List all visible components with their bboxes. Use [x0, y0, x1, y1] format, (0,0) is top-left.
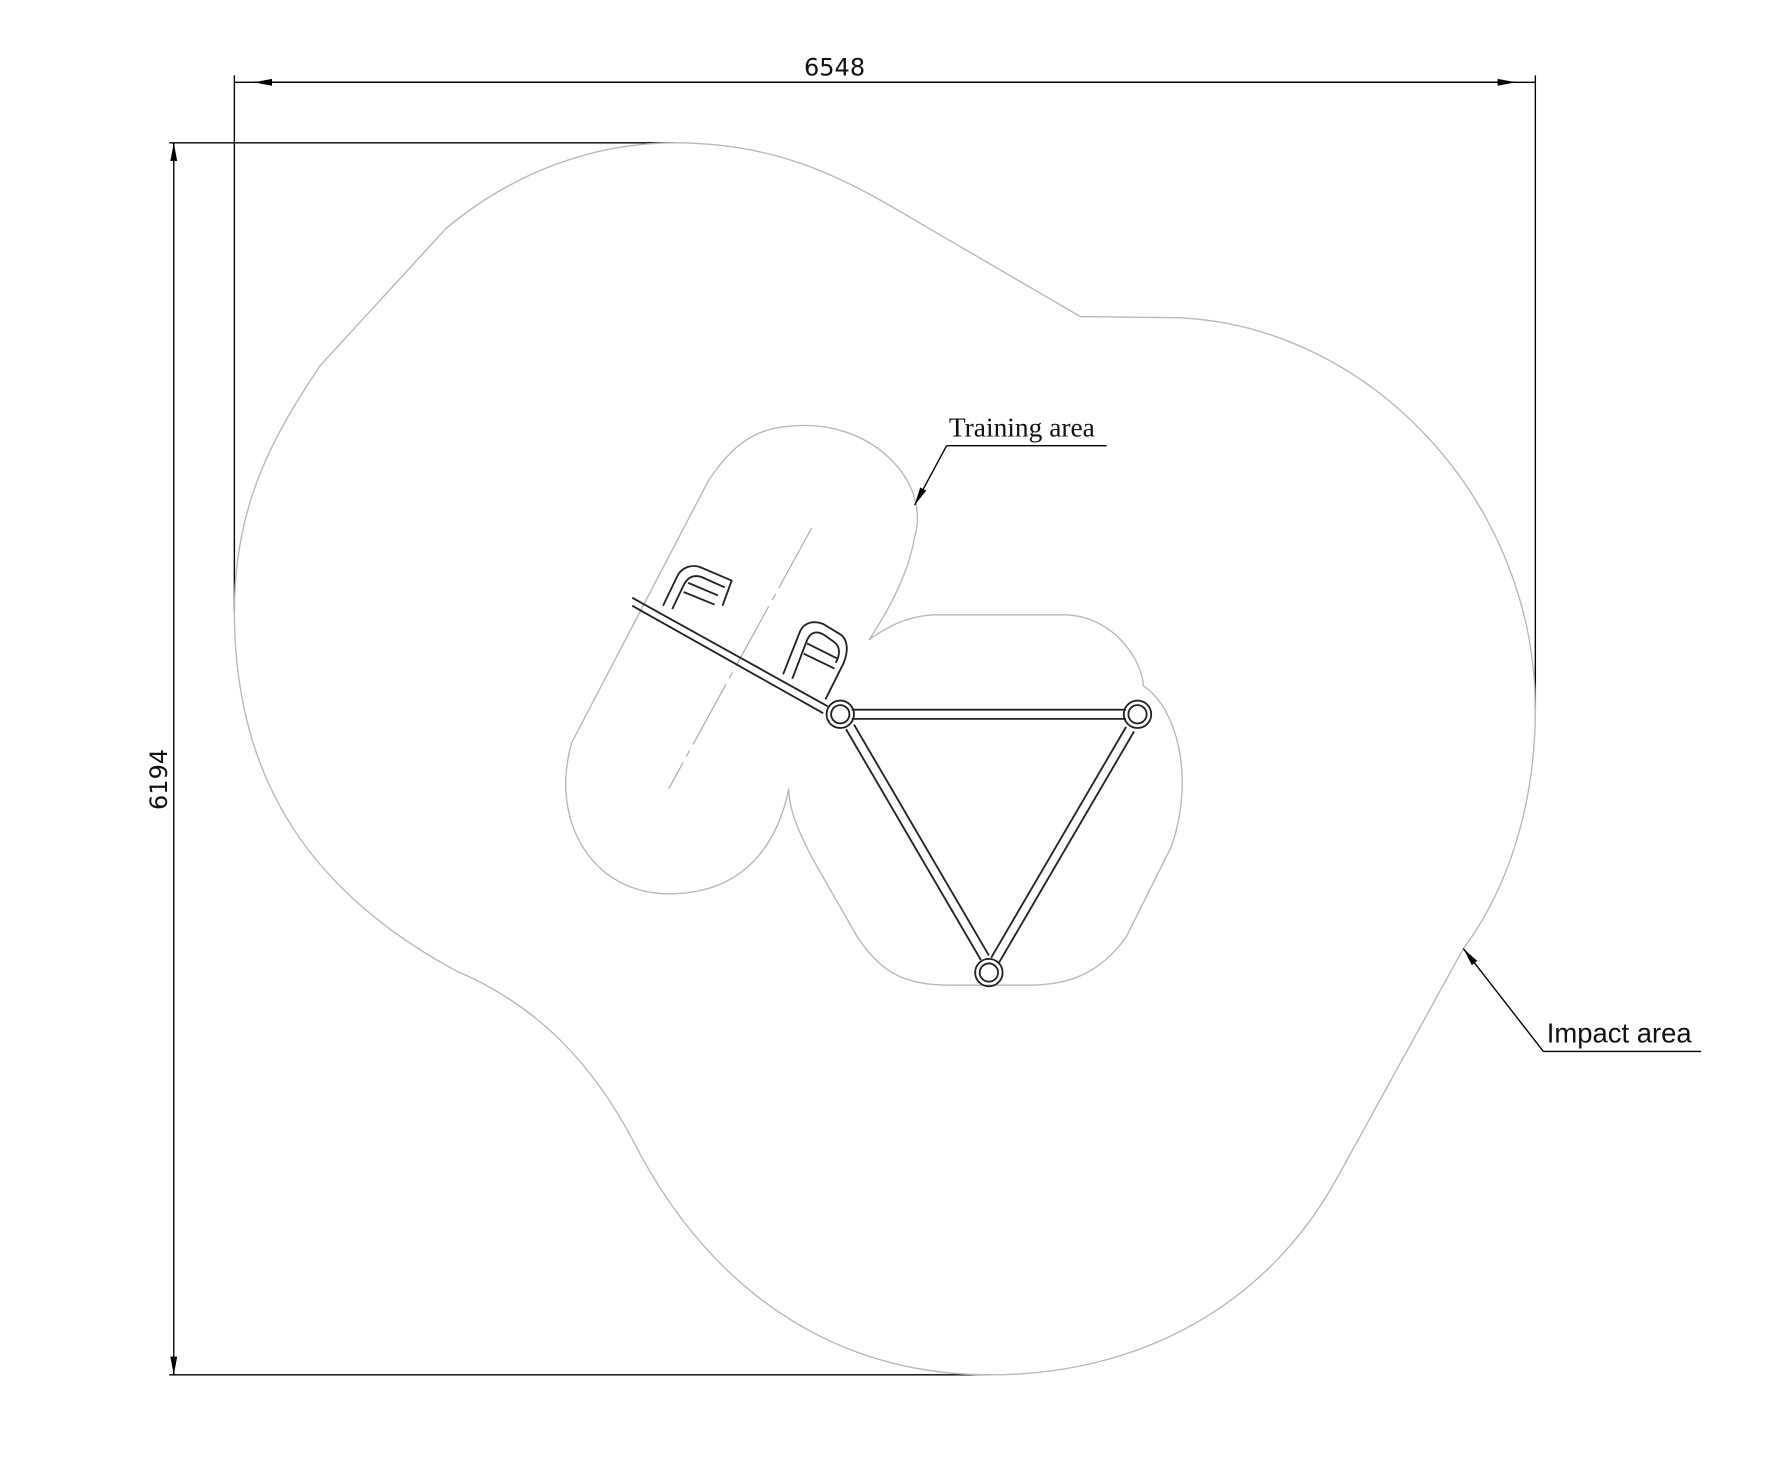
- post: [1122, 699, 1153, 729]
- width-dimension-label: 6548: [804, 53, 865, 81]
- training-area-outline: [565, 424, 1183, 986]
- impact-area-label: Impact area: [1547, 1017, 1693, 1048]
- fitness-equipment: [631, 565, 1153, 988]
- training-area-callout: Training area: [913, 413, 1107, 506]
- training-area-label: Training area: [949, 413, 1095, 443]
- impact-area-outline: [233, 142, 1537, 1376]
- post: [825, 699, 855, 729]
- impact-area-callout: Impact area: [1462, 948, 1702, 1053]
- height-dimension: 6194: [145, 142, 991, 1376]
- post: [974, 957, 1004, 988]
- height-dimension-label: 6194: [145, 749, 173, 810]
- width-dimension: 6548: [233, 53, 1537, 709]
